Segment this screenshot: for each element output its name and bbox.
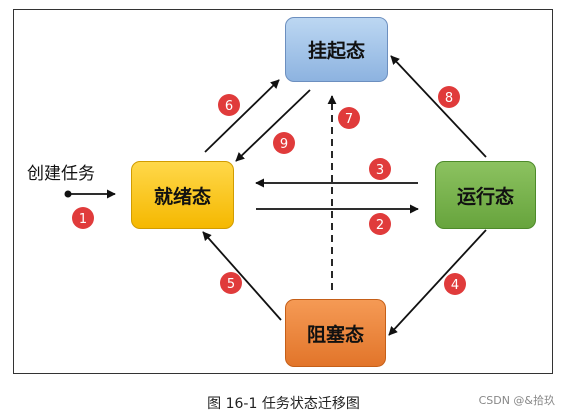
badge-6: 6 (218, 94, 240, 116)
svg-text:9: 9 (280, 137, 288, 152)
badge-5: 5 (220, 272, 242, 294)
svg-text:2: 2 (376, 218, 384, 233)
arrow-suspended-to-ready (235, 89, 311, 162)
arrow-running-to-blocked (388, 229, 487, 336)
figure-caption: 图 16-1 任务状态迁移图 (207, 396, 360, 412)
state-suspended: 挂起态 (285, 17, 388, 82)
svg-text:6: 6 (225, 99, 233, 114)
arrow-ready-to-suspended (204, 79, 280, 153)
state-blocked: 阻塞态 (285, 299, 386, 367)
badge-2: 2 (369, 213, 391, 235)
svg-text:3: 3 (376, 163, 384, 178)
svg-text:5: 5 (227, 277, 235, 292)
badge-3: 3 (369, 158, 391, 180)
create-task-label: 创建任务 (27, 164, 95, 184)
badge-7: 7 (338, 107, 360, 129)
arrow-running-to-suspended (390, 55, 487, 158)
arrow-blocked-to-ready (202, 231, 282, 321)
state-running: 运行态 (435, 161, 536, 229)
badge-8: 8 (438, 86, 460, 108)
badge-9: 9 (273, 132, 295, 154)
svg-text:8: 8 (445, 91, 453, 106)
diagram-frame (13, 9, 553, 374)
svg-text:7: 7 (345, 112, 353, 127)
state-ready: 就绪态 (131, 161, 234, 229)
svg-text:1: 1 (79, 212, 87, 227)
badge-4: 4 (444, 273, 466, 295)
svg-text:4: 4 (451, 278, 459, 293)
badge-1: 1 (72, 207, 94, 229)
watermark: CSDN @&拾玖 (478, 394, 555, 407)
